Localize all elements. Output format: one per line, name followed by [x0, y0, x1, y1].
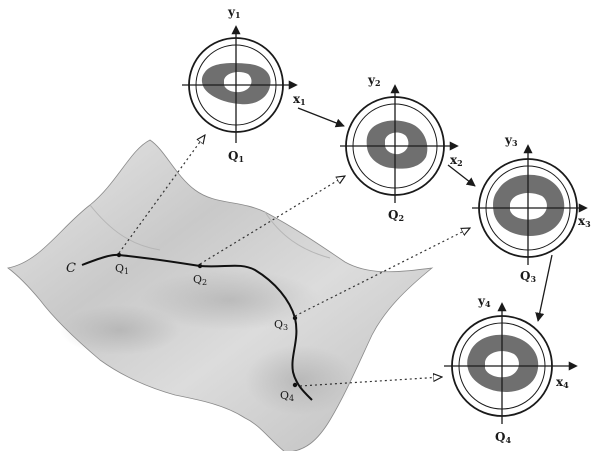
chart-q3: y3 x3 Q3 — [472, 133, 591, 284]
x-axis-label: x3 — [578, 214, 591, 229]
projection-arrow-4 — [299, 377, 442, 387]
chart-q1: y1 x1 Q1 — [182, 5, 306, 164]
manifold-surface — [7, 139, 434, 451]
y-axis-label: y4 — [477, 294, 491, 309]
x-axis-label: x4 — [556, 375, 569, 390]
transition-arrow-2-3 — [447, 164, 476, 187]
shape-blob — [493, 174, 565, 236]
transition-arrows — [297, 107, 553, 322]
point-q3 — [292, 315, 298, 321]
chart-q2: y2 x2 Q2 — [340, 73, 463, 223]
shape-blob — [467, 334, 539, 392]
x-axis-label: x2 — [450, 153, 463, 168]
point-q2 — [197, 263, 203, 269]
projection-arrow-1 — [118, 135, 205, 254]
transition-arrow-3-4 — [535, 254, 553, 322]
curve-labels: C Q1 Q2 Q3 Q4 — [66, 261, 294, 403]
curve-label: C — [66, 261, 76, 276]
point-q4 — [292, 382, 298, 388]
projection-arrows — [118, 135, 470, 387]
transition-arrow-1-2 — [297, 107, 345, 128]
chart-name: Q4 — [495, 430, 511, 445]
point-label-q1: Q1 — [115, 262, 129, 276]
point-label-q3: Q3 — [274, 318, 288, 332]
point-q1 — [116, 252, 122, 258]
curve-points — [116, 252, 298, 388]
chart-name: Q3 — [520, 269, 536, 284]
x-axis-label: x1 — [293, 92, 306, 107]
y-axis-label: y1 — [227, 5, 241, 20]
point-label-q4: Q4 — [280, 389, 294, 403]
shape-blob — [201, 62, 271, 105]
chart-name: Q2 — [388, 208, 404, 223]
chart-q4: y4 x4 Q4 — [444, 294, 578, 445]
y-axis-label: y2 — [367, 73, 381, 88]
shape-blob — [366, 120, 428, 169]
chart-name: Q1 — [228, 149, 244, 164]
y-axis-label: y3 — [504, 133, 518, 148]
projection-arrow-2 — [199, 176, 345, 265]
point-label-q2: Q2 — [193, 273, 207, 287]
